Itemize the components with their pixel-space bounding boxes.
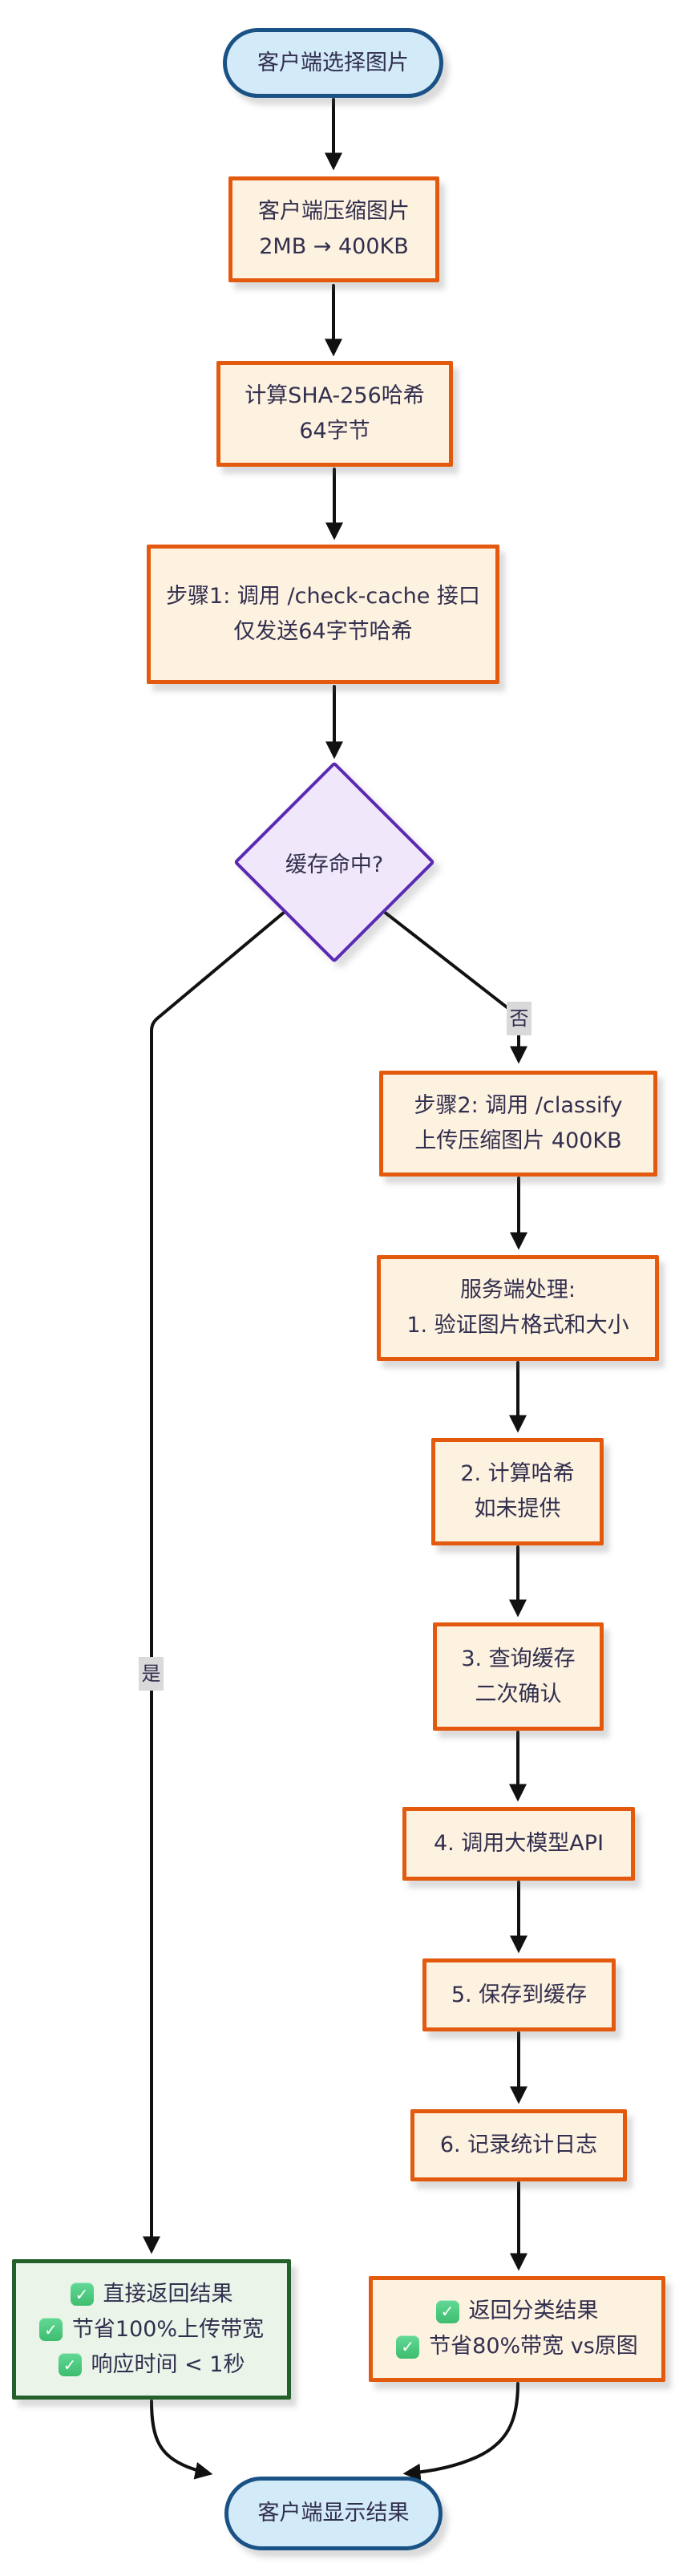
node-classify-result: 返回分类结果 节省80%带宽 vs原图: [369, 2276, 665, 2382]
node-log: 6. 记录统计日志: [410, 2109, 627, 2181]
node-step2-line2: 上传压缩图片 400KB: [414, 1128, 622, 1153]
node-step1-line1: 步骤1: 调用 /check-cache 接口: [166, 584, 480, 609]
node-save-cache-line1: 5. 保存到缓存: [451, 1982, 588, 2007]
node-calc-hash: 2. 计算哈希 如未提供: [431, 1438, 604, 1545]
edge-classifyresult-end: [402, 2382, 519, 2481]
classify-result-item1-text: 返回分类结果: [468, 2299, 599, 2323]
node-query-cache: 3. 查询缓存 二次确认: [433, 1622, 604, 1731]
node-server-line1: 服务端处理:: [459, 1278, 576, 1302]
node-query-cache-line1: 3. 查询缓存: [461, 1646, 576, 1671]
check-icon: [396, 2335, 420, 2359]
classify-result-item2-text: 节省80%带宽 vs原图: [429, 2334, 638, 2359]
edge-label-yes: 是: [139, 1657, 164, 1691]
check-icon: [38, 2318, 63, 2341]
check-icon: [58, 2353, 82, 2376]
classify-result-item1: 返回分类结果: [435, 2294, 599, 2329]
node-decision-label: 缓存命中?: [285, 852, 384, 877]
node-compress-line2: 2MB → 400KB: [259, 234, 409, 259]
node-save-cache: 5. 保存到缓存: [422, 1958, 616, 2031]
classify-result-item2: 节省80%带宽 vs原图: [396, 2329, 638, 2364]
node-step1-line2: 仅发送64字节哈希: [233, 619, 413, 644]
node-step2: 步骤2: 调用 /classify 上传压缩图片 400KB: [379, 1071, 657, 1177]
node-query-cache-line2: 二次确认: [475, 1681, 562, 1707]
node-start-label: 客户端选择图片: [257, 50, 409, 75]
node-log-line1: 6. 记录统计日志: [439, 2132, 598, 2157]
edge-cacheresult-end: [150, 2400, 213, 2480]
node-hash: 计算SHA-256哈希 64字节: [216, 361, 453, 467]
edge-label-no: 否: [507, 1002, 531, 1035]
cache-result-item1-text: 直接返回结果: [103, 2281, 233, 2307]
edge-decision-yes-cacheresult: [143, 910, 286, 2254]
node-cache-result: 直接返回结果 节省100%上传带宽 响应时间 < 1秒: [12, 2259, 291, 2400]
node-start: 客户端选择图片: [223, 28, 443, 98]
node-hash-line2: 64字节: [299, 419, 370, 444]
node-calc-hash-line1: 2. 计算哈希: [460, 1461, 575, 1486]
check-icon: [435, 2299, 459, 2323]
cache-result-item3: 响应时间 < 1秒: [58, 2347, 245, 2383]
node-end-label: 客户端显示结果: [257, 2501, 410, 2525]
check-icon: [70, 2282, 94, 2306]
cache-result-item2: 节省100%上传带宽: [38, 2312, 265, 2347]
node-compress: 客户端压缩图片 2MB → 400KB: [228, 176, 439, 282]
node-compress-line1: 客户端压缩图片: [258, 199, 410, 224]
edge-decision-no-step2: [382, 909, 527, 1064]
node-calc-hash-line2: 如未提供: [474, 1497, 561, 1521]
node-step2-line1: 步骤2: 调用 /classify: [414, 1093, 623, 1118]
node-step1: 步骤1: 调用 /check-cache 接口 仅发送64字节哈希: [147, 545, 499, 684]
node-server-line2: 1. 验证图片格式和大小: [406, 1313, 629, 1338]
cache-result-item3-text: 响应时间 < 1秒: [91, 2351, 245, 2377]
node-server: 服务端处理: 1. 验证图片格式和大小: [377, 1255, 659, 1361]
cache-result-item2-text: 节省100%上传带宽: [71, 2316, 265, 2342]
node-call-api-line1: 4. 调用大模型API: [433, 1831, 604, 1856]
cache-result-item1: 直接返回结果: [70, 2277, 233, 2312]
node-end: 客户端显示结果: [224, 2477, 443, 2550]
node-call-api: 4. 调用大模型API: [402, 1807, 635, 1881]
node-hash-line1: 计算SHA-256哈希: [245, 383, 425, 408]
